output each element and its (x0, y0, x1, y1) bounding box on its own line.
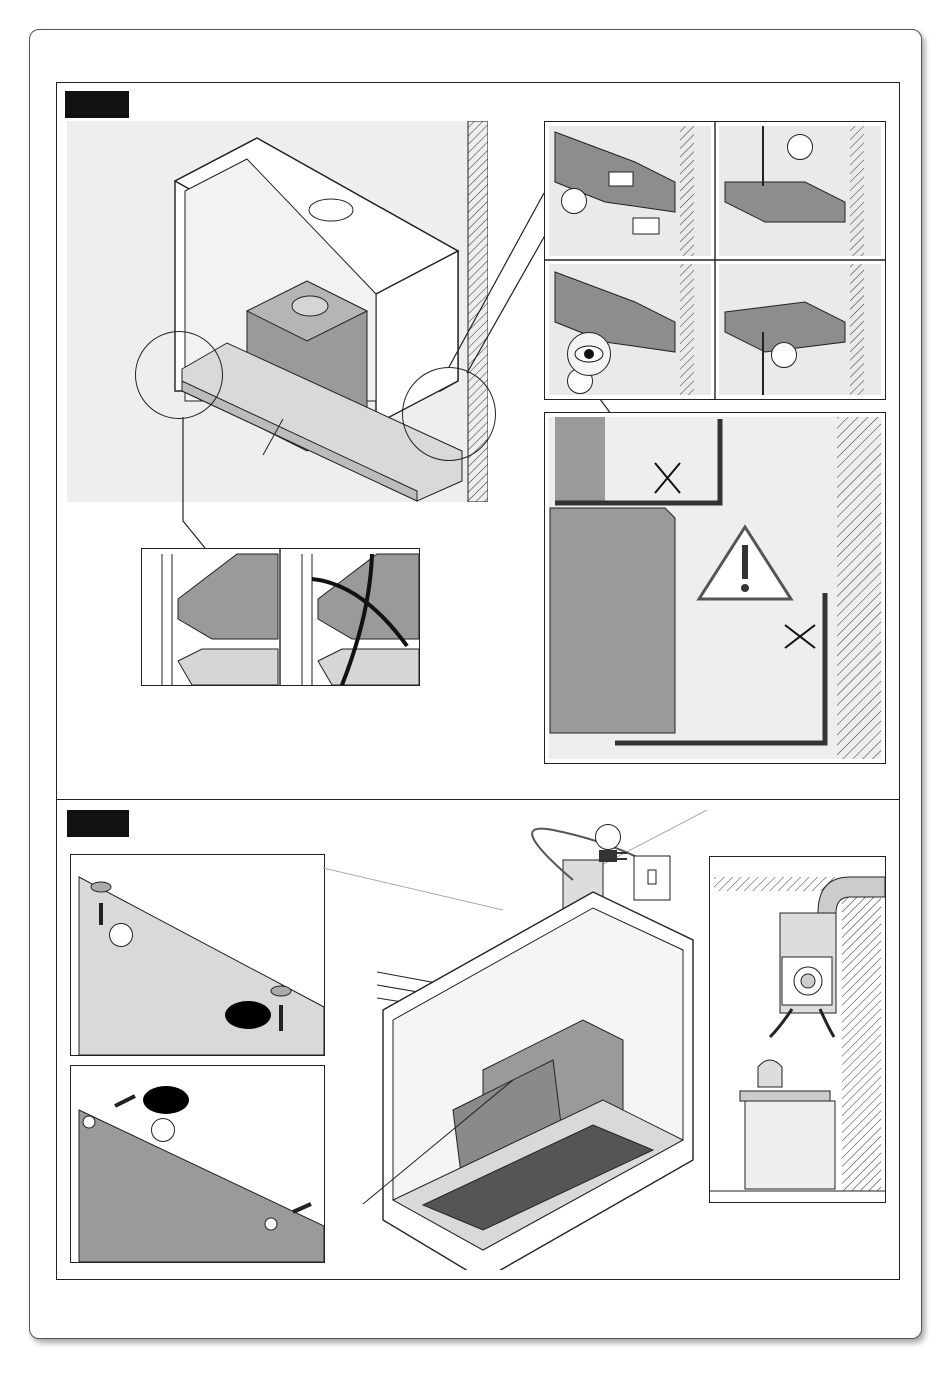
screw-fixing-upper-panel (70, 854, 325, 1056)
callout-number-2 (787, 134, 813, 160)
bracket-fixing-steps-grid (544, 121, 886, 400)
eye-icon (567, 332, 611, 376)
air-exhaust-diagram-panel (709, 856, 886, 1203)
step-label-bottom (67, 810, 129, 837)
count-badge-lower (143, 1086, 189, 1114)
front-edge-check-panel (141, 548, 420, 686)
wall-socket (632, 854, 672, 902)
warning-triangle-icon (695, 523, 795, 603)
step-section-bottom (56, 799, 900, 1280)
callout-number-4 (771, 342, 797, 368)
screw-fixing-lower-panel (70, 1065, 325, 1263)
clearance-warning-panel (544, 412, 886, 764)
callout-number-1 (561, 188, 587, 214)
power-plug-icon (595, 842, 631, 872)
step-section-top (56, 82, 900, 800)
count-badge-upper (225, 1001, 271, 1029)
callout-number-6 (151, 1118, 175, 1142)
callout-number-5 (109, 923, 133, 947)
cross-mark-icon (302, 554, 419, 685)
